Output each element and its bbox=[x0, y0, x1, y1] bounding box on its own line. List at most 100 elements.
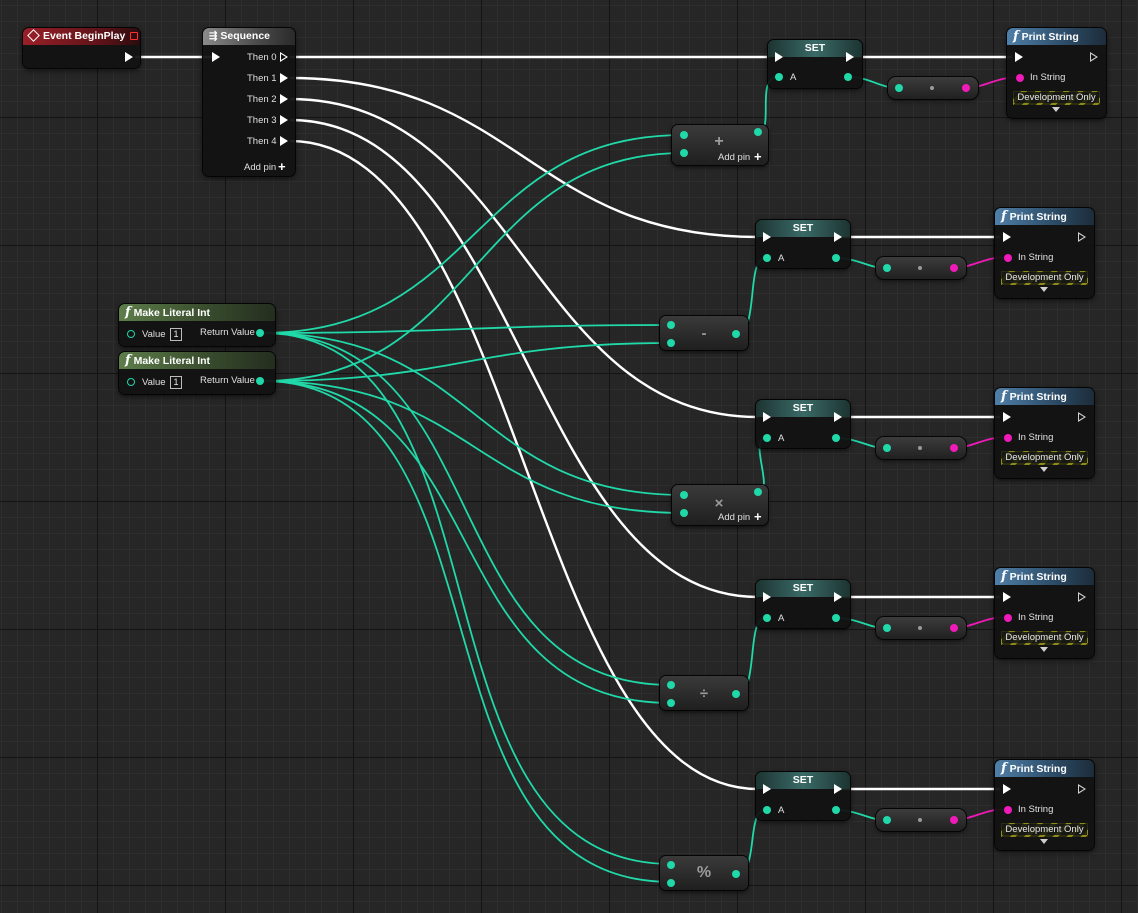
conversion-1-in-pin[interactable] bbox=[895, 84, 903, 92]
divide-output-pin[interactable] bbox=[732, 690, 740, 698]
set-4-a-out-pin[interactable] bbox=[832, 614, 840, 622]
chevron-down-icon[interactable] bbox=[1040, 647, 1048, 652]
sequence-then-3-pin[interactable] bbox=[280, 115, 288, 125]
multiply-operator-node[interactable]: × Add pin + bbox=[672, 485, 768, 525]
print-2-in-string-pin[interactable] bbox=[1004, 254, 1012, 262]
sequence-add-pin-label[interactable]: Add pin bbox=[244, 162, 277, 173]
literal-1-return-pin[interactable] bbox=[256, 329, 264, 337]
set-4-exec-in-pin[interactable] bbox=[763, 592, 771, 602]
print-1-exec-out-pin[interactable] bbox=[1090, 52, 1098, 62]
event-exec-out-pin[interactable] bbox=[125, 52, 133, 62]
set-3-exec-in-pin[interactable] bbox=[763, 412, 771, 422]
int-to-string-conversion-3[interactable] bbox=[876, 437, 966, 459]
print-1-in-string-pin[interactable] bbox=[1016, 74, 1024, 82]
set-1-a-out-pin[interactable] bbox=[844, 73, 852, 81]
set-node-2[interactable]: SET A bbox=[756, 220, 850, 268]
print-5-exec-in-pin[interactable] bbox=[1003, 784, 1011, 794]
modulo-input-b-pin[interactable] bbox=[667, 879, 675, 887]
multiply-output-pin[interactable] bbox=[754, 488, 762, 496]
conversion-5-in-pin[interactable] bbox=[883, 816, 891, 824]
literal-1-value-pin[interactable] bbox=[127, 330, 135, 338]
print-4-in-string-pin[interactable] bbox=[1004, 614, 1012, 622]
set-2-exec-out-pin[interactable] bbox=[834, 232, 842, 242]
set-node-4[interactable]: SET A bbox=[756, 580, 850, 628]
set-3-a-out-pin[interactable] bbox=[832, 434, 840, 442]
sequence-node[interactable]: ⇶Sequence Then 0 Then 1 Then 2 Then 3 Th… bbox=[203, 28, 295, 176]
set-1-exec-out-pin[interactable] bbox=[846, 52, 854, 62]
chevron-down-icon[interactable] bbox=[1040, 287, 1048, 292]
set-5-exec-in-pin[interactable] bbox=[763, 784, 771, 794]
conversion-2-out-pin[interactable] bbox=[950, 264, 958, 272]
print-3-in-string-pin[interactable] bbox=[1004, 434, 1012, 442]
chevron-down-icon[interactable] bbox=[1052, 107, 1060, 112]
conversion-4-out-pin[interactable] bbox=[950, 624, 958, 632]
sequence-then-4-pin[interactable] bbox=[280, 136, 288, 146]
set-node-1[interactable]: SET A bbox=[768, 40, 862, 88]
literal-2-return-pin[interactable] bbox=[256, 377, 264, 385]
set-1-a-in-pin[interactable] bbox=[775, 73, 783, 81]
print-4-exec-in-pin[interactable] bbox=[1003, 592, 1011, 602]
conversion-2-in-pin[interactable] bbox=[883, 264, 891, 272]
set-3-a-in-pin[interactable] bbox=[763, 434, 771, 442]
set-3-exec-out-pin[interactable] bbox=[834, 412, 842, 422]
conversion-3-out-pin[interactable] bbox=[950, 444, 958, 452]
int-to-string-conversion-2[interactable] bbox=[876, 257, 966, 279]
int-wire-lit2-mul bbox=[261, 380, 685, 514]
multiply-add-pin-label[interactable]: Add pin bbox=[718, 512, 751, 523]
set-1-exec-in-pin[interactable] bbox=[775, 52, 783, 62]
add-add-pin-label[interactable]: Add pin bbox=[718, 152, 751, 163]
set-node-3[interactable]: SET A bbox=[756, 400, 850, 448]
literal-2-value-box[interactable]: 1 bbox=[170, 376, 182, 389]
add-pin-plus-icon[interactable]: + bbox=[754, 149, 762, 164]
int-to-string-conversion-4[interactable] bbox=[876, 617, 966, 639]
set-5-a-out-pin[interactable] bbox=[832, 806, 840, 814]
set-2-a-out-pin[interactable] bbox=[832, 254, 840, 262]
int-to-string-conversion-1[interactable] bbox=[888, 77, 978, 99]
conversion-3-in-pin[interactable] bbox=[883, 444, 891, 452]
print-2-exec-in-pin[interactable] bbox=[1003, 232, 1011, 242]
int-to-string-conversion-5[interactable] bbox=[876, 809, 966, 831]
modulo-output-pin[interactable] bbox=[732, 870, 740, 878]
conversion-5-out-pin[interactable] bbox=[950, 816, 958, 824]
print-3-exec-out-pin[interactable] bbox=[1078, 412, 1086, 422]
set-4-a-in-pin[interactable] bbox=[763, 614, 771, 622]
chevron-down-icon[interactable] bbox=[1040, 839, 1048, 844]
sequence-exec-in-pin[interactable] bbox=[212, 52, 220, 62]
subtract-operator-node[interactable]: - bbox=[660, 316, 748, 350]
chevron-down-icon[interactable] bbox=[1040, 467, 1048, 472]
add-pin-plus-icon[interactable]: + bbox=[754, 509, 762, 524]
print-4-exec-out-pin[interactable] bbox=[1078, 592, 1086, 602]
event-begin-play-node[interactable]: Event BeginPlay bbox=[23, 28, 140, 68]
divide-operator-node[interactable]: ÷ bbox=[660, 676, 748, 710]
print-5-in-string-pin[interactable] bbox=[1004, 806, 1012, 814]
conversion-4-in-pin[interactable] bbox=[883, 624, 891, 632]
literal-1-value-box[interactable]: 1 bbox=[170, 328, 182, 341]
set-2-exec-in-pin[interactable] bbox=[763, 232, 771, 242]
sequence-then-1-pin[interactable] bbox=[280, 73, 288, 83]
set-node-5[interactable]: SET A bbox=[756, 772, 850, 820]
sequence-then-0-pin[interactable] bbox=[280, 52, 288, 62]
literal-2-value-pin[interactable] bbox=[127, 378, 135, 386]
set-5-a-in-pin[interactable] bbox=[763, 806, 771, 814]
add-pin-plus-icon[interactable]: + bbox=[278, 159, 286, 174]
add-operator-node[interactable]: + Add pin + bbox=[672, 125, 768, 165]
sequence-then-2-pin[interactable] bbox=[280, 94, 288, 104]
add-output-pin[interactable] bbox=[754, 128, 762, 136]
print-2-exec-out-pin[interactable] bbox=[1078, 232, 1086, 242]
print-1-exec-in-pin[interactable] bbox=[1015, 52, 1023, 62]
print-3-exec-in-pin[interactable] bbox=[1003, 412, 1011, 422]
modulo-operator-node[interactable]: % bbox=[660, 856, 748, 890]
set-2-a-in-pin[interactable] bbox=[763, 254, 771, 262]
set-5-exec-out-pin[interactable] bbox=[834, 784, 842, 794]
print-5-exec-out-pin[interactable] bbox=[1078, 784, 1086, 794]
subtract-output-pin[interactable] bbox=[732, 330, 740, 338]
set-4-exec-out-pin[interactable] bbox=[834, 592, 842, 602]
conversion-1-out-pin[interactable] bbox=[962, 84, 970, 92]
